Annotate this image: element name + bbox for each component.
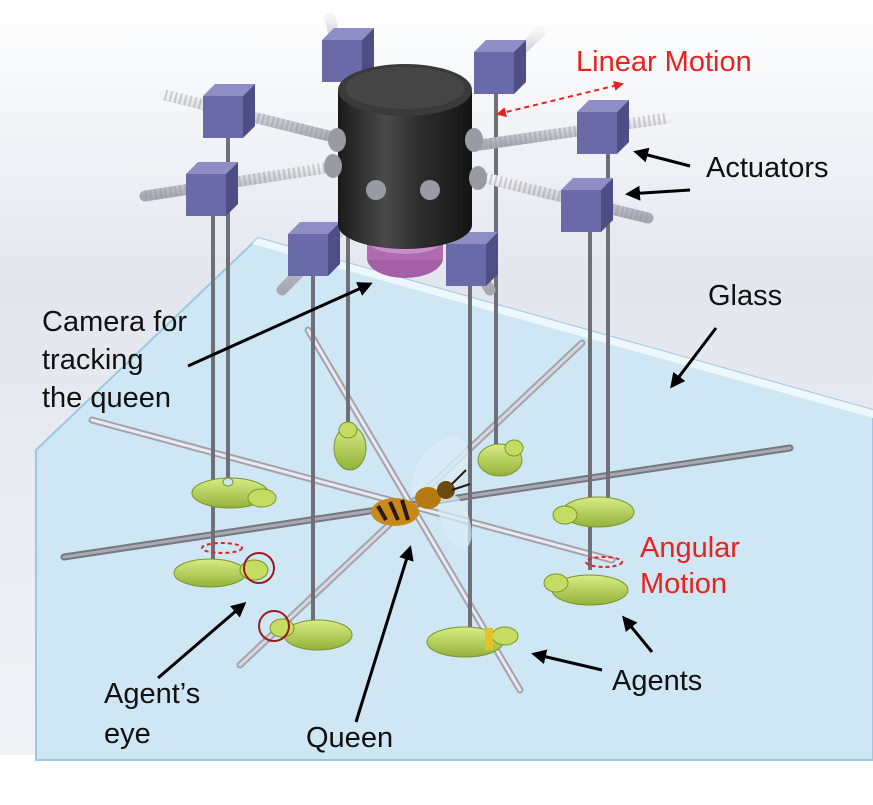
camera-label-line-2: tracking	[42, 344, 144, 376]
actuator-arrow-2	[625, 185, 691, 201]
bottom-white-band	[0, 755, 873, 805]
robot-bee-agent-icon	[552, 496, 635, 528]
queen-bee-icon	[371, 436, 472, 549]
linear-motion-label: Linear Motion	[576, 46, 752, 78]
linear-motion-arrow	[496, 81, 624, 117]
camera-arrow	[187, 282, 373, 368]
agent-eye-arrow	[157, 602, 247, 680]
robot-bee-agent-icon	[477, 439, 524, 477]
actuators-label: Actuators	[706, 152, 829, 184]
camera-label-line-3: the queen	[42, 382, 172, 414]
robot-bee-agent-icon	[543, 573, 629, 606]
agent-eye-marker-2	[258, 610, 290, 642]
glass-plate-highlight	[252, 238, 873, 418]
actuator-arrow-1	[633, 147, 691, 168]
agent-eye-label-line-1: Agent’s	[104, 678, 201, 710]
robot-bee-agent-icon	[333, 421, 367, 471]
queen-arrow	[354, 545, 414, 723]
robot-bee-agent-icon	[173, 558, 269, 588]
agent-eye-marker-1	[243, 552, 275, 584]
leader-arrows	[157, 147, 718, 723]
camera-cylinder-icon	[324, 64, 487, 278]
agent-eye-label-line-2: eye	[104, 718, 151, 750]
actuator-cube-icon	[474, 40, 526, 94]
glass-arrow	[670, 327, 718, 389]
actuator-cube-icon	[577, 100, 629, 154]
robot-bee-agent-icon	[191, 477, 277, 509]
agents-arrow-1	[622, 615, 654, 653]
angular-motion-label-line-2: Motion	[640, 568, 728, 600]
robot-bee-agent-icon	[426, 626, 519, 658]
actuator-cube-icon	[561, 178, 613, 232]
glass-label: Glass	[708, 280, 783, 312]
angular-motion-ring-2	[585, 556, 623, 568]
agents-arrow-2	[531, 649, 603, 672]
angular-motion-label-line-1: Angular	[640, 532, 740, 564]
actuator-cube-icon	[203, 84, 255, 138]
actuator-cube-icon	[186, 162, 238, 216]
agents-label: Agents	[612, 665, 703, 697]
actuator-cube-icon	[288, 222, 340, 276]
queen-label: Queen	[306, 722, 394, 754]
angular-motion-ring-1	[201, 542, 243, 554]
camera-label-line-1: Camera for	[42, 306, 188, 338]
